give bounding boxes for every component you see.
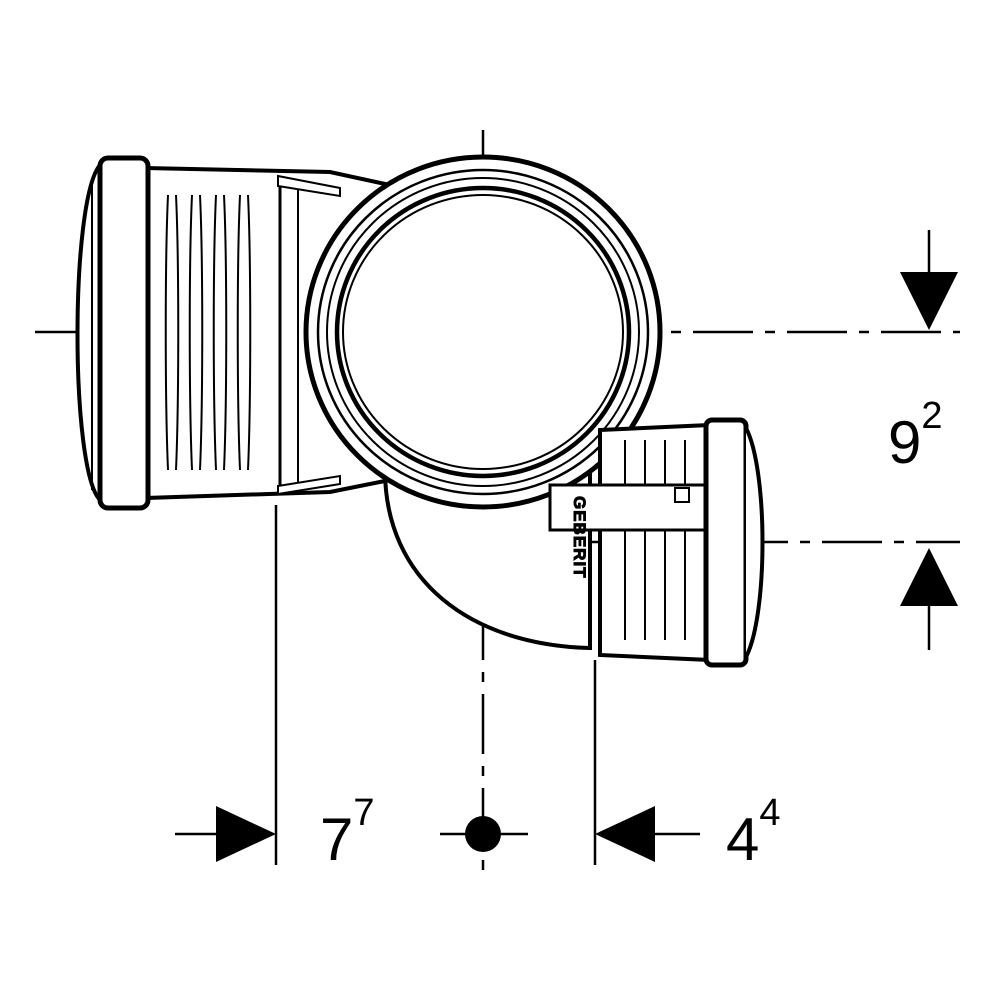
arrow-up-icon	[900, 548, 958, 606]
dimension-right-main: 4	[726, 806, 759, 873]
dimension-left: 77	[175, 505, 375, 873]
right-connector-ribs	[624, 440, 686, 640]
svg-text:92: 92	[888, 395, 943, 476]
dimension-vertical-sup: 2	[921, 395, 942, 437]
right-lower-connector: GEBERIT	[548, 422, 712, 663]
center-marker	[440, 816, 528, 852]
dimension-right-sup: 4	[759, 792, 780, 834]
arrow-left-icon	[595, 806, 655, 862]
dimension-left-sup: 7	[353, 792, 374, 834]
svg-text:44: 44	[726, 792, 781, 873]
elbow-body	[382, 468, 592, 651]
dimension-vertical: 92	[888, 230, 958, 650]
left-pipe-ribs	[164, 194, 252, 471]
dimension-left-main: 7	[320, 806, 353, 873]
brand-label: GEBERIT	[570, 496, 589, 579]
right-end-cap	[703, 417, 765, 668]
arrow-right-icon	[216, 806, 276, 862]
dimension-right: 44	[593, 660, 781, 873]
svg-text:77: 77	[320, 792, 375, 873]
dimension-vertical-main: 9	[888, 409, 921, 476]
central-hub	[303, 154, 663, 510]
left-end-cap	[75, 155, 151, 511]
arrow-down-icon	[900, 272, 958, 330]
